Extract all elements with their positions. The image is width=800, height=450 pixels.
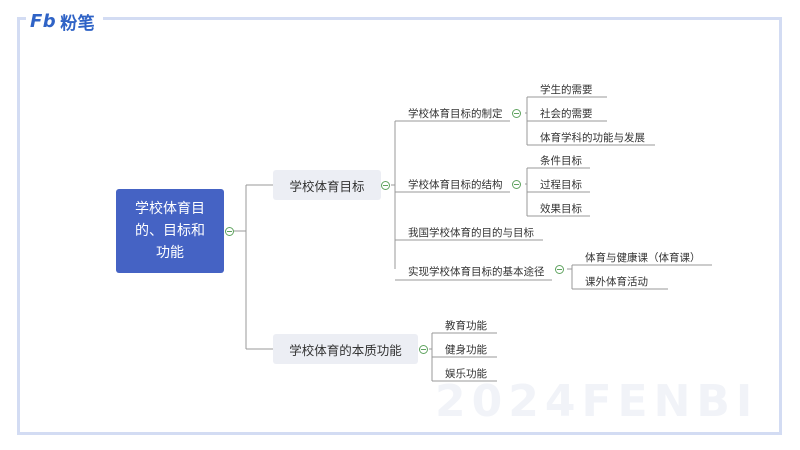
watermark: 2024FENBI [435,376,759,427]
leaf-node[interactable]: 课外体育活动 [585,276,648,288]
leaf-node[interactable]: 过程目标 [540,179,582,191]
collapse-toggle-sub2[interactable] [512,180,521,189]
leaf-node[interactable]: 娱乐功能 [445,368,487,380]
sub-node-basic-approaches[interactable]: 实现学校体育目标的基本途径 [408,266,545,278]
leaf-node[interactable]: 效果目标 [540,203,582,215]
collapse-toggle-sub4[interactable] [555,265,564,274]
collapse-toggle-branch1[interactable] [381,181,390,190]
header-rule [112,17,782,20]
collapse-toggle-branch2[interactable] [419,345,428,354]
sub-node-goal-setting[interactable]: 学校体育目标的制定 [408,108,503,120]
branch-node-school-pe-goals[interactable]: 学校体育目标 [273,170,381,200]
sub-node-national-goals[interactable]: 我国学校体育的目的与目标 [408,227,534,239]
root-label: 学校体育目的、目标和功能 [135,201,205,261]
leaf-node[interactable]: 体育与健康课（体育课） [585,252,701,264]
leaf-node[interactable]: 条件目标 [540,155,582,167]
leaf-node[interactable]: 学生的需要 [540,84,593,96]
branch-label: 学校体育的本质功能 [289,342,402,358]
brand-logo: Fb 粉笔 [26,10,104,34]
leaf-node[interactable]: 体育学科的功能与发展 [540,132,645,144]
sub-node-goal-structure[interactable]: 学校体育目标的结构 [408,179,503,191]
logo-mark: Fb [30,10,57,32]
logo-text: 粉笔 [60,13,96,34]
leaf-node[interactable]: 教育功能 [445,320,487,332]
root-node[interactable]: 学校体育目的、目标和功能 [116,189,224,273]
leaf-node[interactable]: 健身功能 [445,344,487,356]
collapse-toggle-sub1[interactable] [512,109,521,118]
leaf-node[interactable]: 社会的需要 [540,108,593,120]
branch-node-pe-functions[interactable]: 学校体育的本质功能 [273,334,418,364]
branch-label: 学校体育目标 [289,178,365,194]
collapse-toggle-root[interactable] [225,227,234,236]
